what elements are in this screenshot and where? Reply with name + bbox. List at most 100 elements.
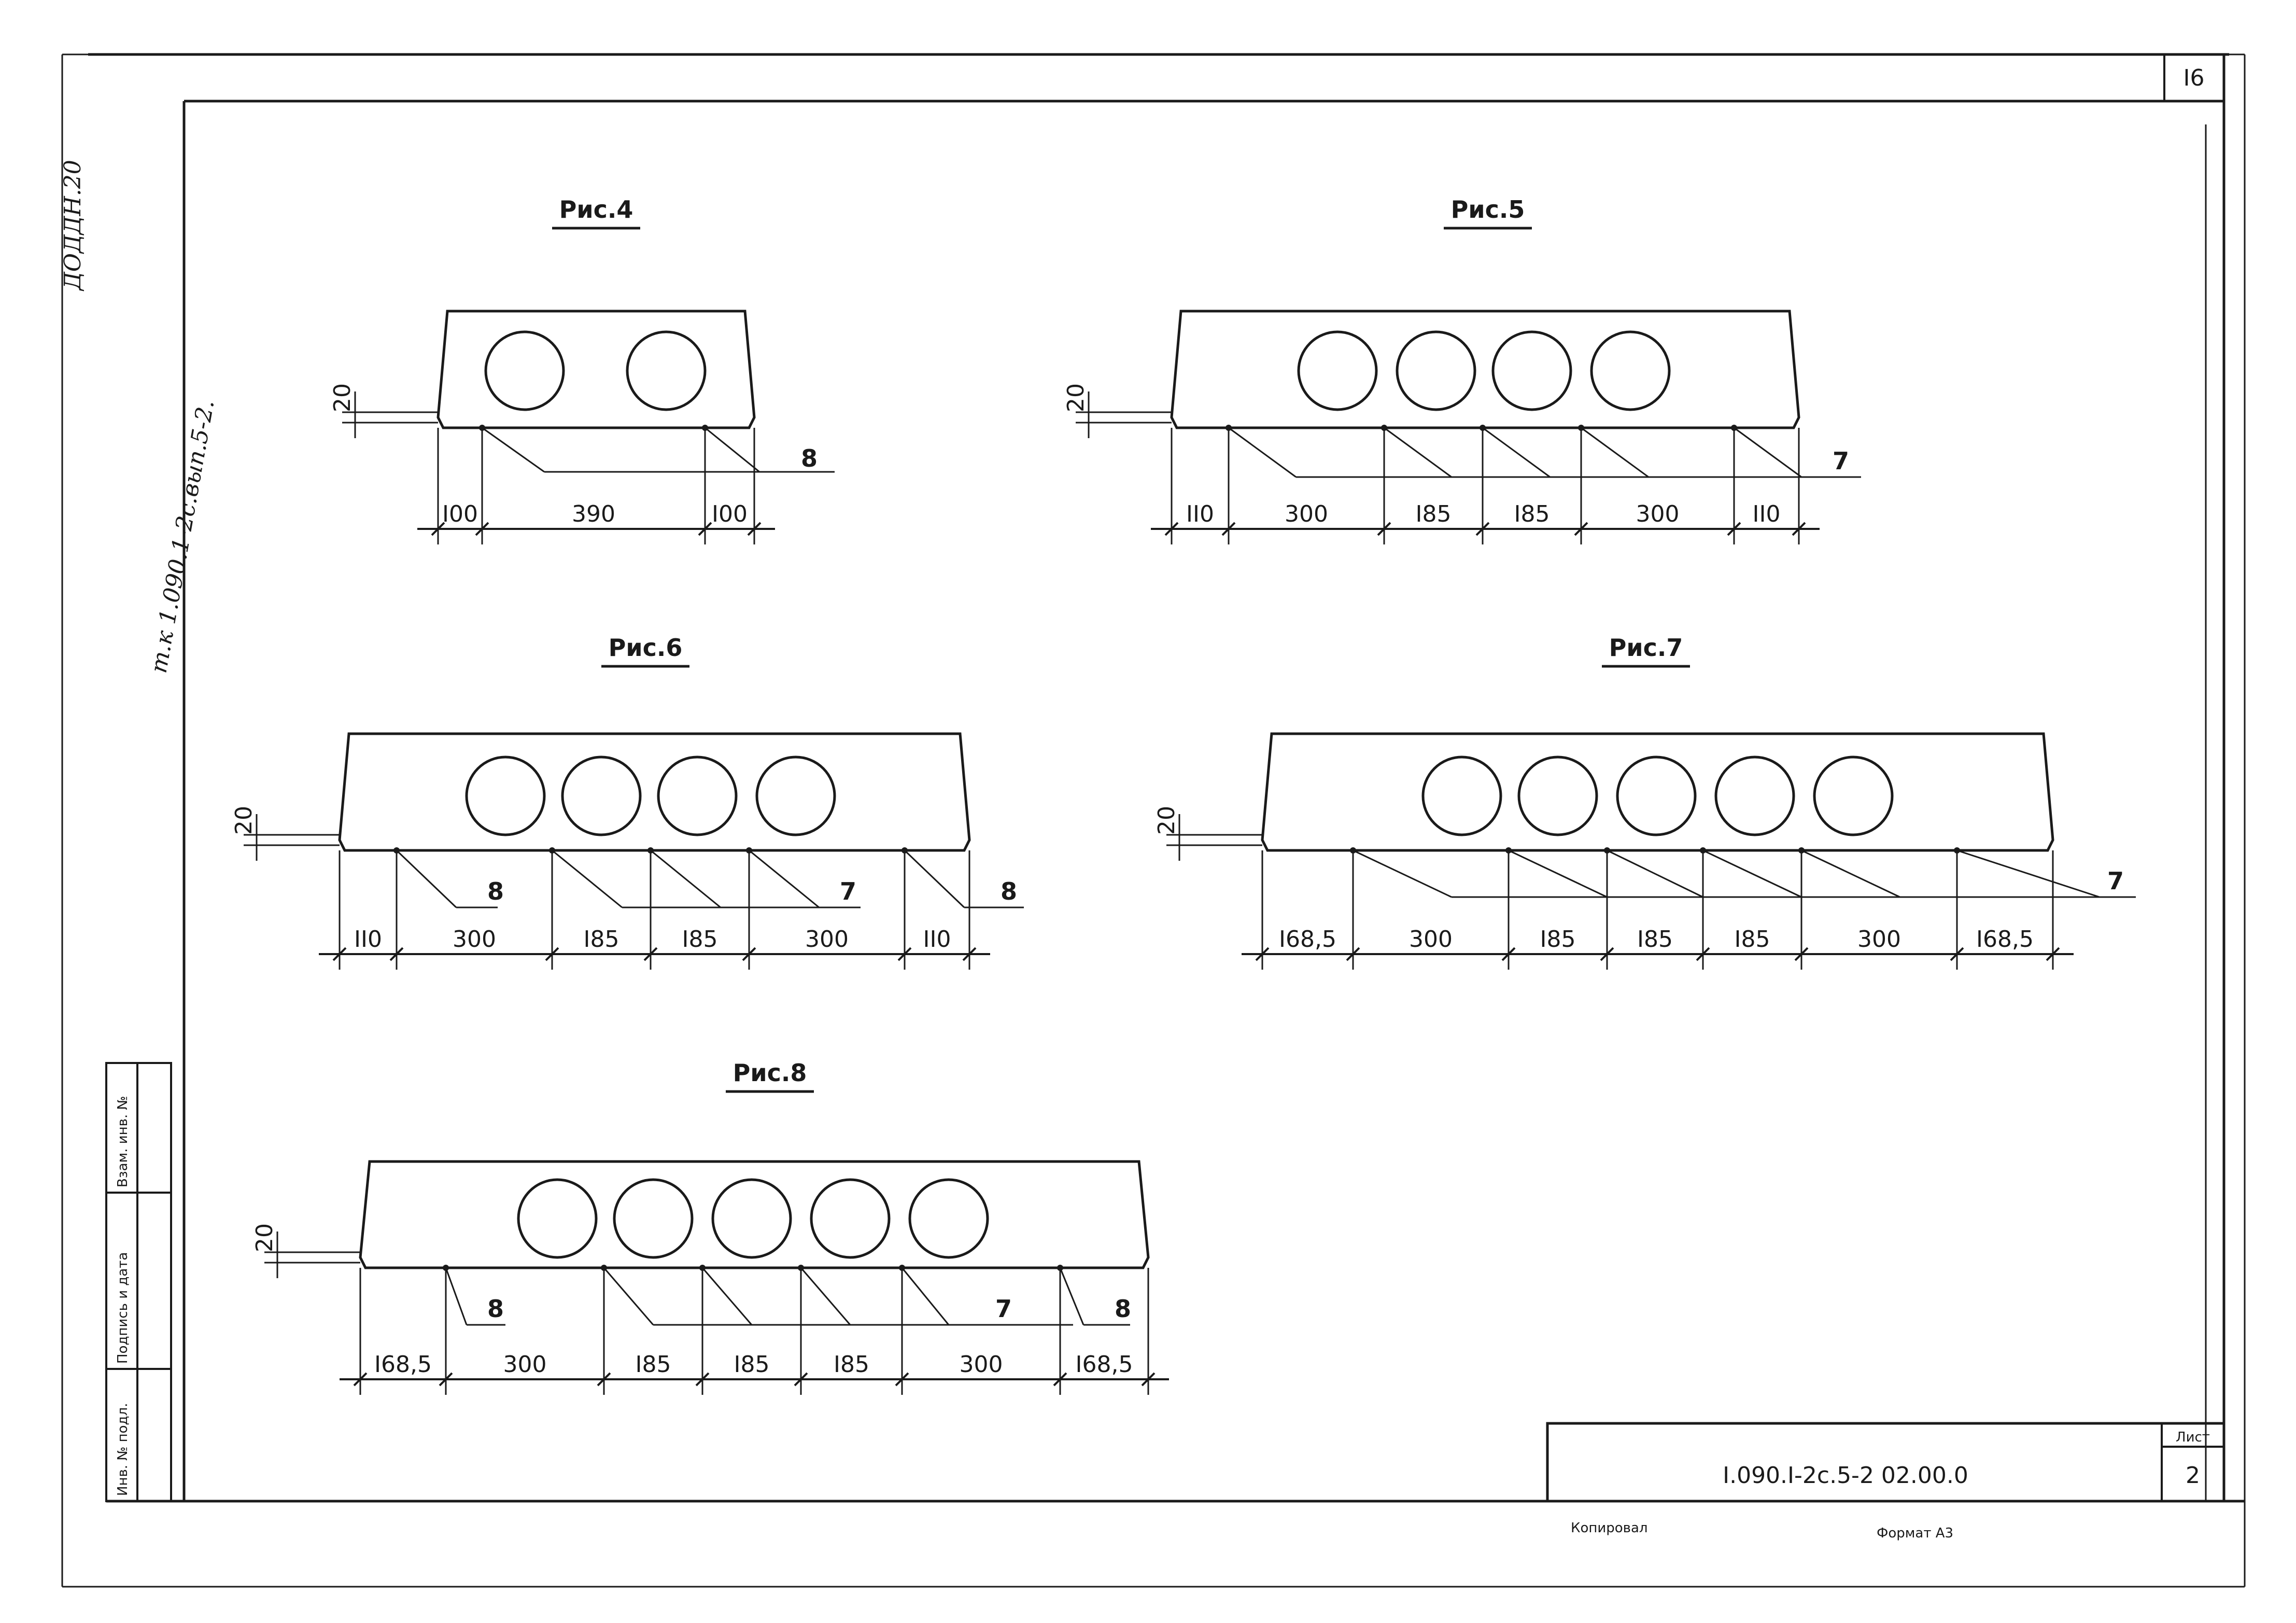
dimension-tick xyxy=(742,947,756,961)
dimension-tick xyxy=(353,1372,368,1387)
dimension-tick xyxy=(643,947,658,961)
leader-line xyxy=(705,427,760,473)
dimension-label: 300 xyxy=(1285,501,1328,527)
figure-title: Рис.5 xyxy=(1451,195,1525,223)
dimension-label: 390 xyxy=(572,501,615,527)
hollow-core xyxy=(810,1178,891,1259)
dimension-tick xyxy=(698,522,712,536)
hollow-core xyxy=(1616,755,1697,836)
dimension-tick xyxy=(431,522,445,536)
hollow-core xyxy=(465,755,546,836)
stamp-podpis-data: Подпись и дата xyxy=(115,1252,131,1364)
dimension-tick xyxy=(1696,947,1710,961)
hollow-core xyxy=(755,755,836,836)
hollow-core xyxy=(1714,755,1795,836)
leader-line xyxy=(1581,427,1649,478)
dimension-tick xyxy=(962,947,977,961)
dimension-label: I85 xyxy=(584,926,619,953)
dimension-tick xyxy=(1346,947,1360,961)
strand-count-label: 7 xyxy=(840,877,856,905)
hollow-core xyxy=(626,330,707,411)
dimension-tick xyxy=(695,1372,710,1387)
slab-outline xyxy=(436,310,756,429)
dimension-label: I85 xyxy=(636,1351,671,1378)
figure-title: Рис.4 xyxy=(559,195,633,223)
dimension-tick xyxy=(2046,947,2060,961)
dimension-label: I68,5 xyxy=(1976,926,2034,953)
dimension-label: 300 xyxy=(805,926,849,953)
dimension-tick xyxy=(1501,947,1516,961)
strand-count-label: 8 xyxy=(487,1295,504,1323)
leader-line xyxy=(1353,849,1452,898)
dimension-label: II0 xyxy=(1186,501,1214,527)
dimension-label: I85 xyxy=(1416,501,1452,527)
leader-line xyxy=(1702,849,1802,898)
dimension-tick xyxy=(332,947,347,961)
sheet-number-box: I6 xyxy=(2163,53,2225,102)
sheet-frame xyxy=(61,53,2246,1588)
strand-count-label: 7 xyxy=(2107,867,2124,895)
dimension-label: 300 xyxy=(1636,501,1680,527)
hollow-core xyxy=(1396,330,1476,411)
strand-count-label: 7 xyxy=(995,1295,1012,1323)
hollow-core xyxy=(1491,330,1572,411)
leader-line xyxy=(650,849,721,908)
stamp-inv-podl: Инв. № подл. xyxy=(115,1403,131,1496)
leader-line xyxy=(701,1267,753,1325)
hollow-core xyxy=(1813,755,1894,836)
leader-line xyxy=(482,427,545,473)
leader-line xyxy=(749,849,820,908)
hollow-core xyxy=(1517,755,1598,836)
dimension-label: I68,5 xyxy=(1279,926,1336,953)
dimension-tick xyxy=(1727,522,1741,536)
leader-line xyxy=(552,849,623,908)
dimension-label: I85 xyxy=(834,1351,869,1378)
dimension-label: I00 xyxy=(442,501,478,527)
dimension-tick xyxy=(1950,947,1964,961)
figure-title: Рис.7 xyxy=(1609,634,1683,662)
dimension-label: I68,5 xyxy=(374,1351,432,1378)
leader-line xyxy=(1734,427,1802,478)
slab-outline xyxy=(1170,310,1800,429)
leader-line xyxy=(1059,1267,1084,1325)
hollow-core xyxy=(561,755,642,836)
dimension-label: I68,5 xyxy=(1076,1351,1133,1378)
leader-line xyxy=(1384,427,1452,478)
stamp-vzam-inv: Взам. инв. № xyxy=(115,1096,131,1187)
dimension-tick xyxy=(389,947,404,961)
list-number: 2 xyxy=(2186,1462,2200,1489)
leader-line xyxy=(1508,849,1608,898)
hollow-core xyxy=(613,1178,694,1259)
dimension-tick xyxy=(1255,947,1270,961)
dimension-tick xyxy=(1377,522,1391,536)
figure-title: Рис.6 xyxy=(609,634,683,662)
document-code: I.090.I-2c.5-2 02.00.0 xyxy=(1723,1462,1968,1489)
hollow-core xyxy=(1297,330,1378,411)
dimension-tick xyxy=(1792,522,1806,536)
height-dimension-label: 20 xyxy=(1153,806,1180,835)
strand-count-label: 8 xyxy=(1001,877,1017,905)
dimension-tick xyxy=(897,947,912,961)
footer-format: Формат А3 xyxy=(1877,1526,1953,1541)
leader-line xyxy=(904,849,965,908)
strand-count-label: 8 xyxy=(1115,1295,1131,1323)
leader-line xyxy=(445,1267,468,1325)
strand-count-label: 7 xyxy=(1833,447,1849,475)
dimension-label: I85 xyxy=(1735,926,1770,953)
dimension-tick xyxy=(439,1372,453,1387)
dimension-label: I85 xyxy=(1637,926,1673,953)
dimension-tick xyxy=(747,522,762,536)
leader-line xyxy=(603,1267,654,1325)
strand-count-label: 8 xyxy=(487,877,504,905)
side-note: т.к 1.090.1-2с.вып.5-2. xyxy=(146,398,220,675)
height-dimension-label: 20 xyxy=(1063,383,1089,412)
dimension-tick xyxy=(1221,522,1236,536)
dimension-label: II0 xyxy=(923,926,951,953)
leader-line xyxy=(1228,427,1297,478)
